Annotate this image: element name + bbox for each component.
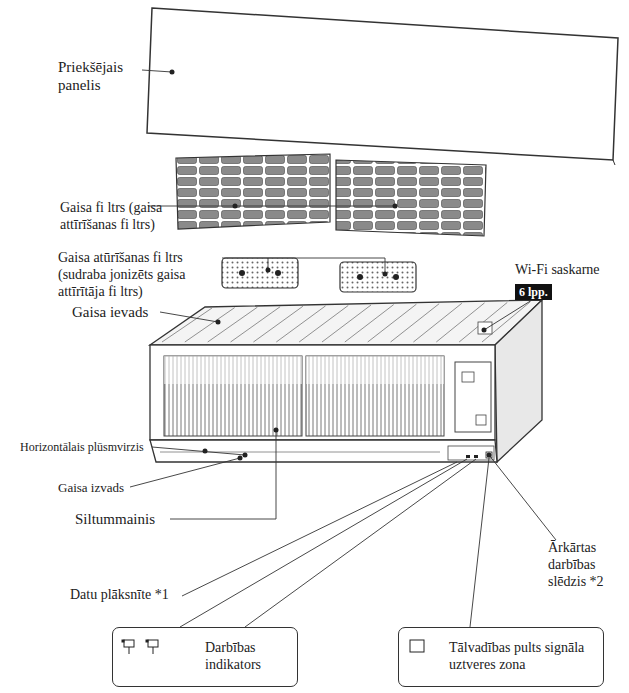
leader-line [160, 312, 218, 322]
callout-box: Darbības indikators [112, 627, 298, 687]
leader-dot [238, 456, 243, 461]
unit-top [150, 300, 542, 345]
leader-dot [266, 268, 271, 273]
part-label: Gaisa izvads [58, 480, 124, 496]
cleaning-filter [340, 262, 416, 292]
leader-line [152, 447, 245, 455]
grille-slat [391, 304, 440, 342]
indicator-stem [129, 647, 130, 654]
leader-dot [383, 272, 388, 277]
indicator-icon [124, 640, 134, 647]
filter-clip [393, 274, 399, 280]
exchanger-shade [306, 356, 444, 384]
filter-clip [239, 270, 245, 276]
leader-dots [170, 70, 492, 461]
part-label: Gaisa ievads [72, 303, 148, 321]
unit-side [495, 300, 542, 462]
leader-line [130, 458, 240, 487]
indicator-lamp [474, 455, 478, 458]
panel-edge [613, 160, 615, 165]
box-text: Tālvadības pults signāla uztveres zona [449, 640, 594, 674]
heat-exchanger [306, 356, 444, 436]
wifi-module [478, 322, 492, 334]
leader-line [484, 300, 532, 330]
leader-line [470, 458, 489, 627]
indicator-icons [122, 640, 424, 654]
louver-strip [150, 440, 497, 462]
part-label: Horizontālais plūsmvirzis [20, 440, 144, 454]
indicator-icon [148, 640, 158, 647]
grille-slat [231, 307, 281, 342]
grille-slat [162, 308, 212, 342]
leader-line [170, 430, 276, 519]
grille-slat [436, 303, 484, 342]
grille-slat [368, 304, 417, 342]
leader-dot [203, 449, 208, 454]
box-text: Darbības indikators [205, 640, 293, 674]
leader-line [489, 455, 556, 540]
filter-clip [275, 270, 281, 276]
leader-dot [487, 453, 492, 458]
exchanger-shade [164, 356, 302, 384]
inlet-grille [162, 302, 530, 342]
leader-line [180, 459, 467, 627]
part-label: Priekšējais panelis [58, 58, 153, 94]
indicator-dot [146, 640, 148, 642]
leader-lines [130, 70, 556, 627]
part-label: Gaisa atūrīšanas fi ltrs (sudraba jonizē… [58, 250, 223, 300]
part-label: Ārkārtas darbības slēdzis *2 [548, 540, 620, 590]
grille-slat [413, 303, 461, 342]
grille-slat [276, 306, 325, 342]
part-label: Wi-Fi saskarne [515, 262, 600, 279]
display-area [448, 446, 494, 460]
control-part [476, 415, 486, 425]
grille-slat [459, 302, 507, 342]
leader-dot [216, 320, 221, 325]
indicator-lamp [466, 455, 470, 458]
leader-line [245, 459, 476, 627]
callout-box: Tālvadības pults signāla uztveres zona [398, 627, 604, 687]
part-label: Gaisa fi ltrs (gaisa attīrīšanas fi ltrs… [60, 200, 210, 234]
control-box [455, 362, 491, 432]
leader-dot [482, 328, 487, 333]
leader-line [268, 258, 385, 274]
indicator-dot [122, 640, 124, 642]
part-label: Siltummainis [75, 510, 155, 528]
grille-slat [322, 305, 371, 342]
grille-slat [345, 305, 394, 342]
front-panel [147, 8, 618, 160]
receiver-icon [410, 640, 424, 652]
page-ref-tag: 6 lpp. [515, 284, 552, 300]
heat-exchanger [164, 356, 302, 436]
indicator-stem [153, 647, 154, 654]
air-filter [336, 160, 486, 236]
leader-line [222, 258, 268, 270]
grille-slat [208, 307, 258, 342]
leader-line [142, 70, 172, 72]
leader-dot [274, 428, 279, 433]
leader-line [182, 462, 457, 596]
unit-front [150, 345, 495, 440]
cleaning-filter [222, 258, 298, 288]
leader-dot [233, 204, 238, 209]
control-part [462, 372, 474, 382]
part-label: Datu plāksnīte *1 [70, 587, 169, 604]
grille-slat [185, 308, 235, 342]
filter-clip [357, 274, 363, 280]
leader-dot [170, 70, 175, 75]
leader-dot [393, 204, 398, 209]
box-text: 6 lpp. [519, 285, 548, 299]
leader-line [148, 206, 395, 207]
grille-slat [253, 306, 302, 342]
grille-slat [299, 305, 348, 342]
air-filter [176, 154, 330, 229]
leader-dot [243, 453, 248, 458]
